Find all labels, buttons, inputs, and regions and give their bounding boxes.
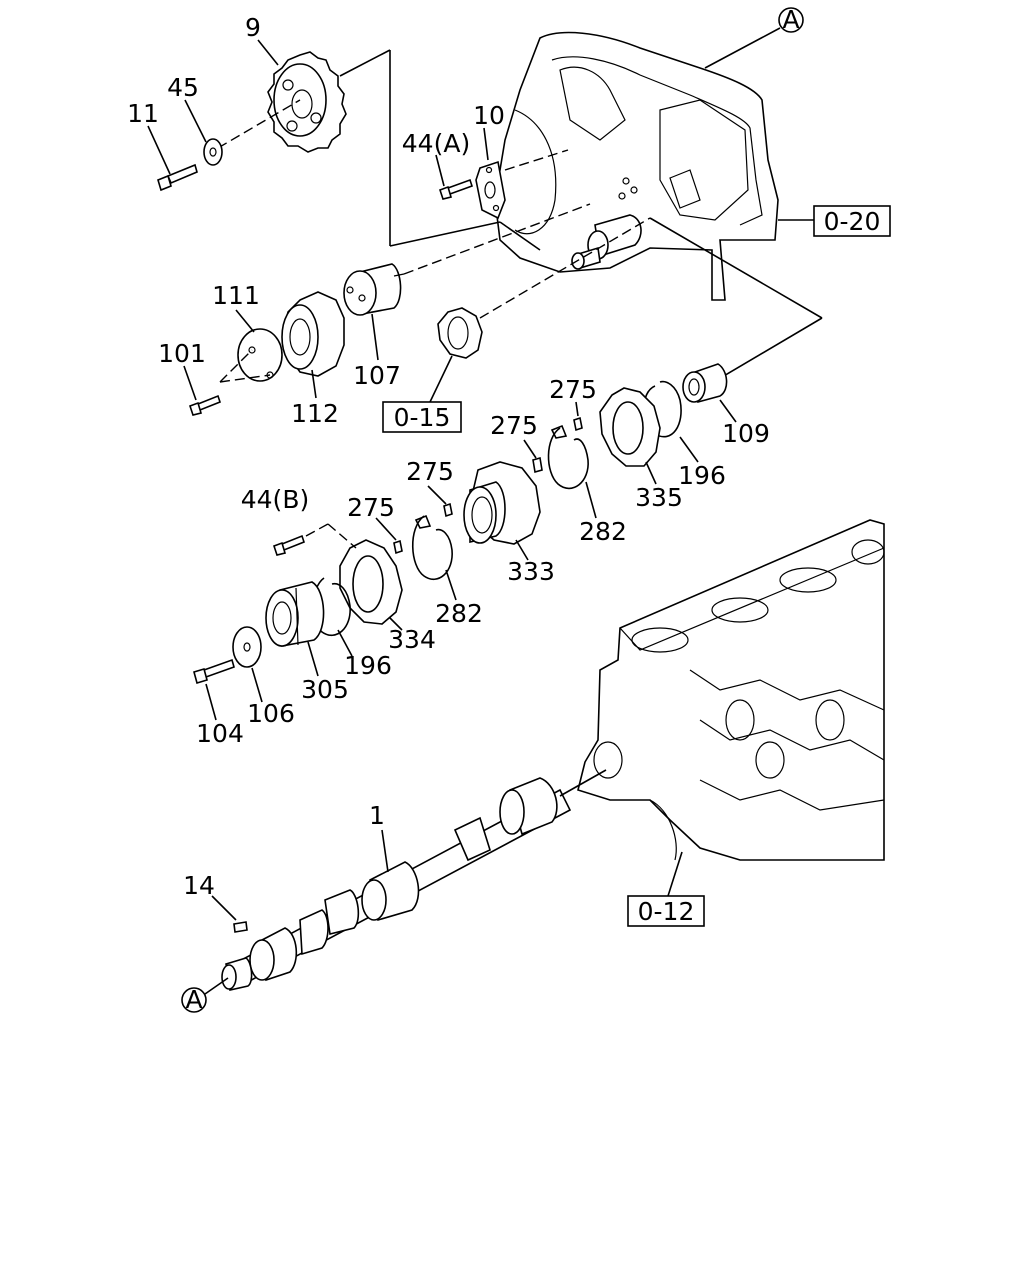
callout-106: 106 [247, 699, 295, 728]
callout-275-c: 275 [406, 457, 454, 486]
gear-333 [463, 461, 541, 545]
gear-335 [599, 387, 661, 467]
callout-275-a: 275 [549, 375, 597, 404]
ref-box-0-15[interactable]: 0-15 [382, 355, 462, 433]
bushing-109 [682, 363, 728, 404]
ref-0-12-label: 0-12 [638, 897, 695, 926]
callout-14: 14 [183, 871, 215, 900]
marker-a-top-label: A [782, 5, 799, 34]
ref-0-20-label: 0-20 [824, 207, 881, 236]
callout-107: 107 [353, 361, 401, 390]
callout-196-a: 196 [678, 461, 726, 490]
callout-334: 334 [388, 625, 436, 654]
snap-ring-282-lower [412, 514, 453, 581]
ref-box-0-20[interactable]: 0-20 [778, 205, 891, 237]
gear-334 [339, 539, 403, 625]
plate-10 [475, 160, 506, 220]
callout-109: 109 [722, 419, 770, 448]
key-14 [233, 921, 248, 933]
pin-275-b [532, 456, 543, 474]
callout-44b: 44(B) [241, 485, 309, 514]
marker-a-bottom: A [181, 977, 229, 1014]
bolt-44b [272, 534, 305, 556]
callout-275-b: 275 [490, 411, 538, 440]
callout-11: 11 [127, 99, 159, 128]
marker-a-bottom-label: A [185, 985, 202, 1014]
cylinder-block [577, 519, 885, 861]
bushing-305 [265, 581, 325, 647]
callout-labels: 9 45 11 10 44(A) 111 101 112 107 275 275… [127, 13, 770, 900]
crankshaft-gear [437, 307, 483, 359]
callout-112: 112 [291, 399, 339, 428]
callout-10: 10 [473, 101, 505, 130]
bolt-104 [193, 658, 235, 685]
callout-45: 45 [167, 73, 199, 102]
camshaft-1 [221, 777, 572, 991]
snap-ring-282-upper [547, 424, 589, 490]
callout-275-d: 275 [347, 493, 395, 522]
leader-lines [147, 39, 737, 921]
callout-335: 335 [635, 483, 683, 512]
gear-112 [281, 291, 345, 377]
callout-101: 101 [158, 339, 206, 368]
gear-case-housing [494, 31, 779, 301]
bolt-11 [157, 163, 198, 192]
idler-gear-9 [267, 51, 347, 153]
pin-275-c [443, 502, 453, 518]
callout-104: 104 [196, 719, 244, 748]
plate-111 [237, 328, 283, 382]
ref-0-15-label: 0-15 [394, 403, 451, 432]
shaft-107 [343, 263, 405, 316]
callout-305: 305 [301, 675, 349, 704]
callout-333: 333 [507, 557, 555, 586]
callout-9: 9 [245, 13, 261, 42]
callout-111: 111 [212, 281, 260, 310]
pin-275-d [393, 539, 403, 555]
callout-196-b: 196 [344, 651, 392, 680]
washer-45 [203, 138, 223, 166]
callout-282-a: 282 [579, 517, 627, 546]
ref-box-0-12[interactable]: 0-12 [627, 851, 705, 927]
bolt-101 [188, 394, 221, 416]
marker-a-top: A [704, 5, 804, 69]
callout-282-b: 282 [435, 599, 483, 628]
washer-106 [232, 626, 262, 668]
callout-44a: 44(A) [402, 129, 470, 158]
callout-1: 1 [369, 801, 385, 830]
pin-275-a [573, 416, 583, 432]
bolt-44a [438, 178, 474, 200]
